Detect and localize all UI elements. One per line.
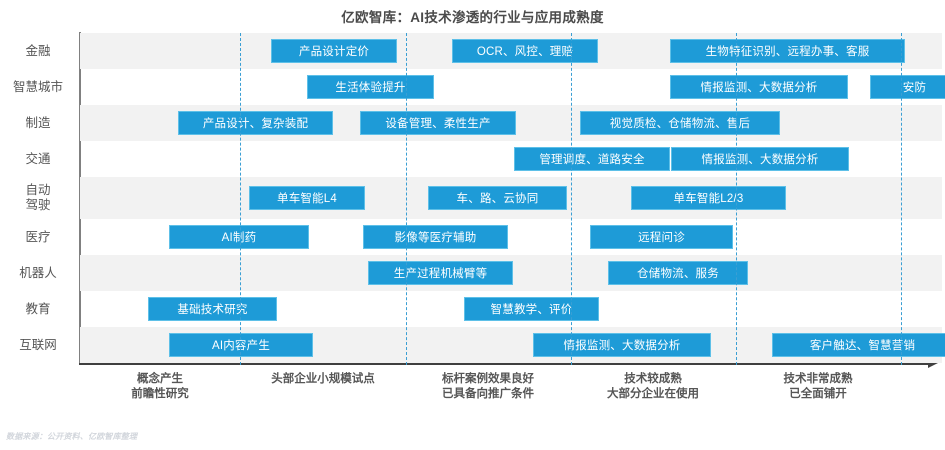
stage-label-line: 前瞻性研究: [131, 388, 189, 400]
category-label-机器人: 机器人: [2, 266, 74, 281]
stage-gridline-4: [736, 33, 737, 365]
stage-label-line: 大部分企业在使用: [607, 388, 699, 400]
category-label-交通: 交通: [2, 152, 74, 167]
category-label-line: 制造: [25, 115, 51, 130]
category-label-line: 机器人: [19, 265, 57, 280]
application-bar[interactable]: 管理调度、道路安全: [514, 147, 670, 171]
application-bar[interactable]: AI制药: [169, 225, 309, 249]
category-label-line: 自动: [25, 183, 51, 197]
application-bar[interactable]: 生活体验提升: [307, 75, 434, 99]
category-label-line: 交通: [25, 151, 51, 166]
stage-label-line: 头部企业小规模试点: [271, 373, 375, 385]
stage-gridline-2: [406, 33, 407, 365]
stage-label-line: 已具备向推广条件: [442, 388, 534, 400]
application-bar[interactable]: 情报监测、大数据分析: [670, 75, 848, 99]
application-bar[interactable]: 安防: [870, 75, 945, 99]
application-bar[interactable]: OCR、风控、理赔: [452, 39, 598, 63]
stage-label-3: 标杆案例效果良好已具备向推广条件: [398, 372, 578, 402]
stage-label-line: 概念产生: [137, 373, 183, 385]
application-bar[interactable]: 仓储物流、服务: [608, 261, 748, 285]
application-bar[interactable]: 视觉质检、仓储物流、售后: [580, 111, 780, 135]
page-title: 亿欧智库：AI技术渗透的行业与应用成熟度: [341, 10, 604, 25]
application-bar[interactable]: 情报监测、大数据分析: [671, 147, 849, 171]
category-label-line: 驾驶: [25, 198, 51, 212]
application-bar[interactable]: 客户触达、智慧营销: [772, 333, 945, 357]
category-label-互联网: 互联网: [2, 338, 74, 353]
category-label-line: 教育: [25, 301, 51, 316]
source-note: 数据来源：公开资料、亿欧智库整理: [6, 432, 138, 441]
application-bar[interactable]: 生产过程机械臂等: [368, 261, 513, 285]
application-bar[interactable]: 单车智能L4: [249, 186, 365, 210]
stage-label-line: 技术非常成熟: [783, 373, 853, 385]
stage-label-5: 技术非常成熟已全面铺开: [728, 372, 908, 402]
application-bar[interactable]: 情报监测、大数据分析: [533, 333, 711, 357]
application-bar[interactable]: 单车智能L2/3: [631, 186, 786, 210]
x-axis-line: [79, 363, 930, 365]
application-bar[interactable]: 远程问诊: [590, 225, 733, 249]
stage-label-1: 概念产生前瞻性研究: [70, 372, 250, 402]
category-label-金融: 金融: [2, 44, 74, 59]
application-bar[interactable]: 设备管理、柔性生产: [360, 111, 516, 135]
category-label-医疗: 医疗: [2, 230, 74, 245]
stage-label-2: 头部企业小规模试点: [233, 372, 413, 387]
application-bar[interactable]: 智慧教学、评价: [464, 297, 599, 321]
application-bar[interactable]: 影像等医疗辅助: [363, 225, 508, 249]
stage-label-4: 技术较成熟大部分企业在使用: [563, 372, 743, 402]
application-bar[interactable]: 基础技术研究: [148, 297, 277, 321]
application-bar[interactable]: 车、路、云协同: [428, 186, 567, 210]
stage-label-line: 已全面铺开: [789, 388, 847, 400]
stage-gridline-3: [571, 33, 572, 365]
application-bar[interactable]: AI内容产生: [169, 333, 313, 357]
category-label-制造: 制造: [2, 116, 74, 131]
category-label-line: 智慧城市: [12, 79, 63, 94]
stage-gridline-5: [901, 33, 902, 365]
category-label-line: 金融: [25, 43, 51, 58]
category-label-智慧城市: 智慧城市: [2, 80, 74, 95]
stage-label-line: 技术较成熟: [624, 373, 682, 385]
application-bar[interactable]: 产品设计、复杂装配: [178, 111, 333, 135]
application-bar[interactable]: 产品设计定价: [271, 39, 397, 63]
category-label-line: 互联网: [19, 337, 57, 352]
x-axis-arrow-icon: [928, 358, 938, 368]
category-label-教育: 教育: [2, 302, 74, 317]
category-label-自动驾驶: 自动驾驶: [2, 183, 74, 213]
application-bar[interactable]: 生物特征识别、远程办事、客服: [670, 39, 905, 63]
category-label-line: 医疗: [25, 229, 51, 244]
stage-label-line: 标杆案例效果良好: [442, 373, 534, 385]
stage-gridline-1: [240, 33, 241, 365]
